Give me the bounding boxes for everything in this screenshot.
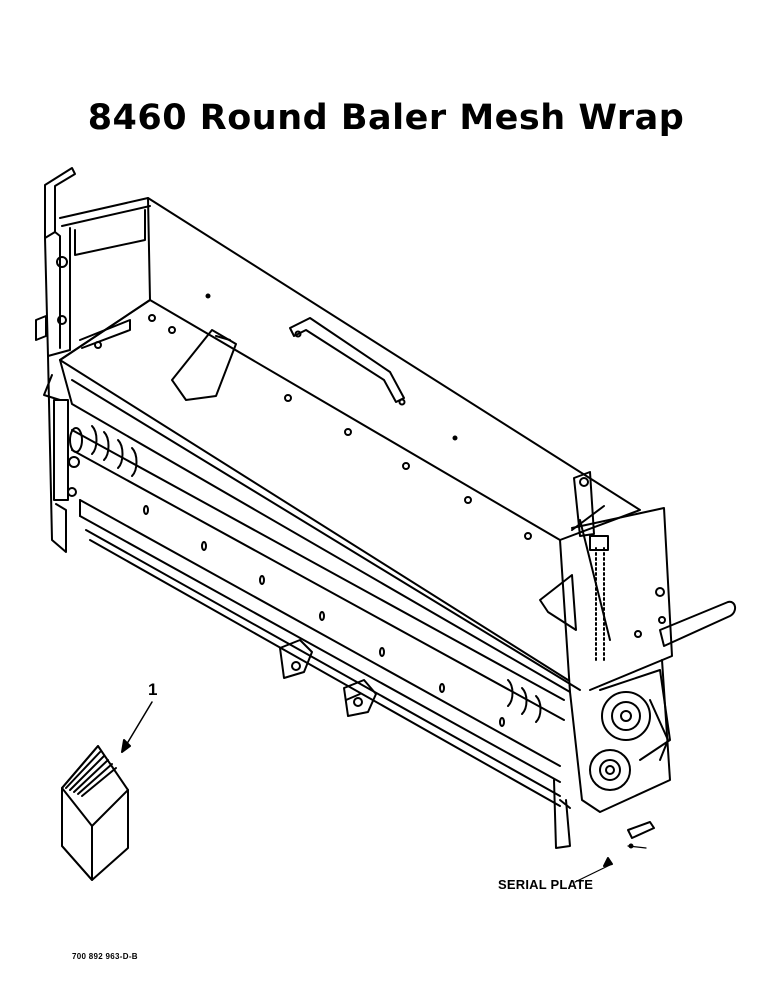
part-code-label: 700 892 963-D-B — [72, 952, 138, 961]
page-title: 8460 Round Baler Mesh Wrap — [87, 98, 685, 138]
right-drive-mechanism — [553, 471, 736, 849]
serial-plate-label: SERIAL PLATE — [498, 877, 594, 892]
roller-assembly — [69, 425, 565, 807]
serial-plate — [574, 821, 655, 883]
operator-manual — [61, 701, 153, 881]
top-hood — [59, 197, 641, 541]
main-box — [59, 299, 673, 693]
inner-panel — [59, 299, 581, 691]
callout-1-label: 1 — [148, 680, 158, 699]
left-frame-bracket — [35, 167, 80, 553]
